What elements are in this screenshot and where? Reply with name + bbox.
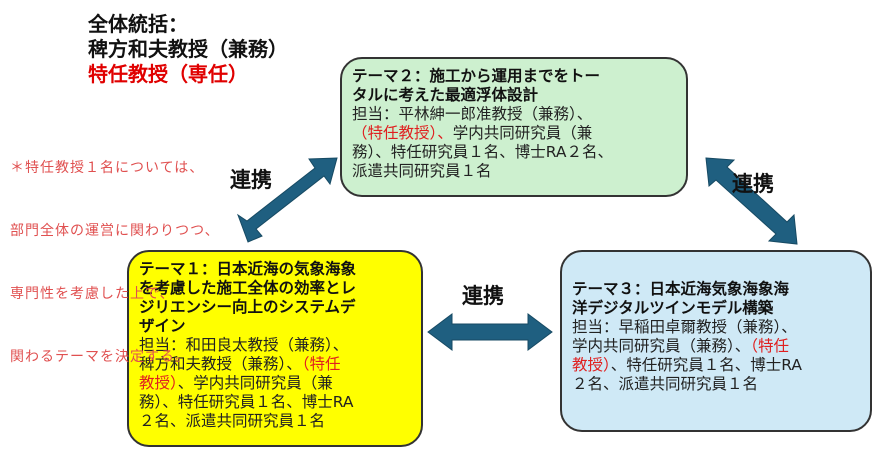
theme1-title: ザイン [139,317,186,335]
theme3-staff: 、特任研究員１名、博士RA [610,356,803,374]
overall-lead-label: 全体統括： [88,12,188,36]
theme2-staff: 学内共同研究員（兼 [452,124,593,142]
theme3-staff-red: （特任 [750,337,790,355]
theme3-staff-red: 教授） [572,356,611,374]
theme1-title: ジリエンシー向上のシステムデ [139,298,356,316]
theme3-staff: 学内共同研究員（兼務）、 [572,337,751,355]
theme3-staff: ２名、派遣共同研究員１名 [572,375,759,393]
theme2-staff: 派遣共同研究員１名 [352,162,492,180]
overall-lead: 全体統括： 稗方和夫教授（兼務） 特任教授（専任） [88,12,288,87]
theme1-staff: 、学内共同研究員（兼 [177,374,333,392]
theme2-staff: 担当：平林紳一郎准教授（兼務）、 [352,105,593,123]
note-line: ＊特任教授１名については、 [10,160,205,176]
note-line: 部門全体の運営に関わりつつ、 [10,223,220,239]
theme1-staff: 担当：和田良太教授（兼務）、 [139,336,349,354]
overall-lead-name: 稗方和夫教授（兼務） [88,37,288,61]
theme2-staff-red: （特任教授）、 [352,124,453,142]
theme3-title: 洋デジタルツインモデル構築 [572,299,774,317]
theme3-title: テーマ３：日本近海気象海象海 [572,280,790,298]
link-label-left: 連携 [230,168,272,192]
theme1-box: テーマ１：日本近海の気象海象 を考慮した施工全体の効率とレ ジリエンシー向上のシ… [127,250,423,447]
theme1-staff-red: （特任 [301,355,341,373]
link-label-right: 連携 [732,172,774,196]
theme3-box: テーマ３：日本近海気象海象海 洋デジタルツインモデル構築 担当：早稲田卓爾教授（… [560,250,872,432]
theme1-title: テーマ１：日本近海の気象海象 [139,260,357,278]
theme2-title: タルに考えた最適浮体設計 [352,86,539,104]
theme1-staff: 務）、特任研究員１名、博士RA [139,393,354,411]
link-label-middle: 連携 [462,284,504,308]
theme1-title: を考慮した施工全体の効率とレ [139,279,357,297]
theme2-box: テーマ２：施工から運用までをトー タルに考えた最適浮体設計 担当：平林紳一郎准教… [340,57,688,197]
note: ＊特任教授１名については、 部門全体の運営に関わりつつ、 専門性を考慮した上で、… [10,116,220,389]
theme1-staff-red: 教授） [139,374,178,392]
specially-appointed-professor: 特任教授（専任） [88,62,248,86]
note-line: 関わるテーマを決定する。 [10,349,190,365]
double-arrow-right-diagonal [705,157,798,245]
double-arrow-horizontal [427,313,553,351]
theme1-staff: 稗方和夫教授（兼務）、 [139,355,302,373]
theme1-staff: ２名、派遣共同研究員１名 [139,412,326,430]
double-arrow-left-diagonal [236,157,338,243]
theme2-title: テーマ２：施工から運用までをトー [352,67,601,85]
note-line: 専門性を考慮した上で、 [10,286,175,302]
theme2-staff: 務）、特任研究員１名、博士RA２名、 [352,143,613,161]
theme3-staff: 担当：早稲田卓爾教授（兼務）、 [572,318,797,336]
